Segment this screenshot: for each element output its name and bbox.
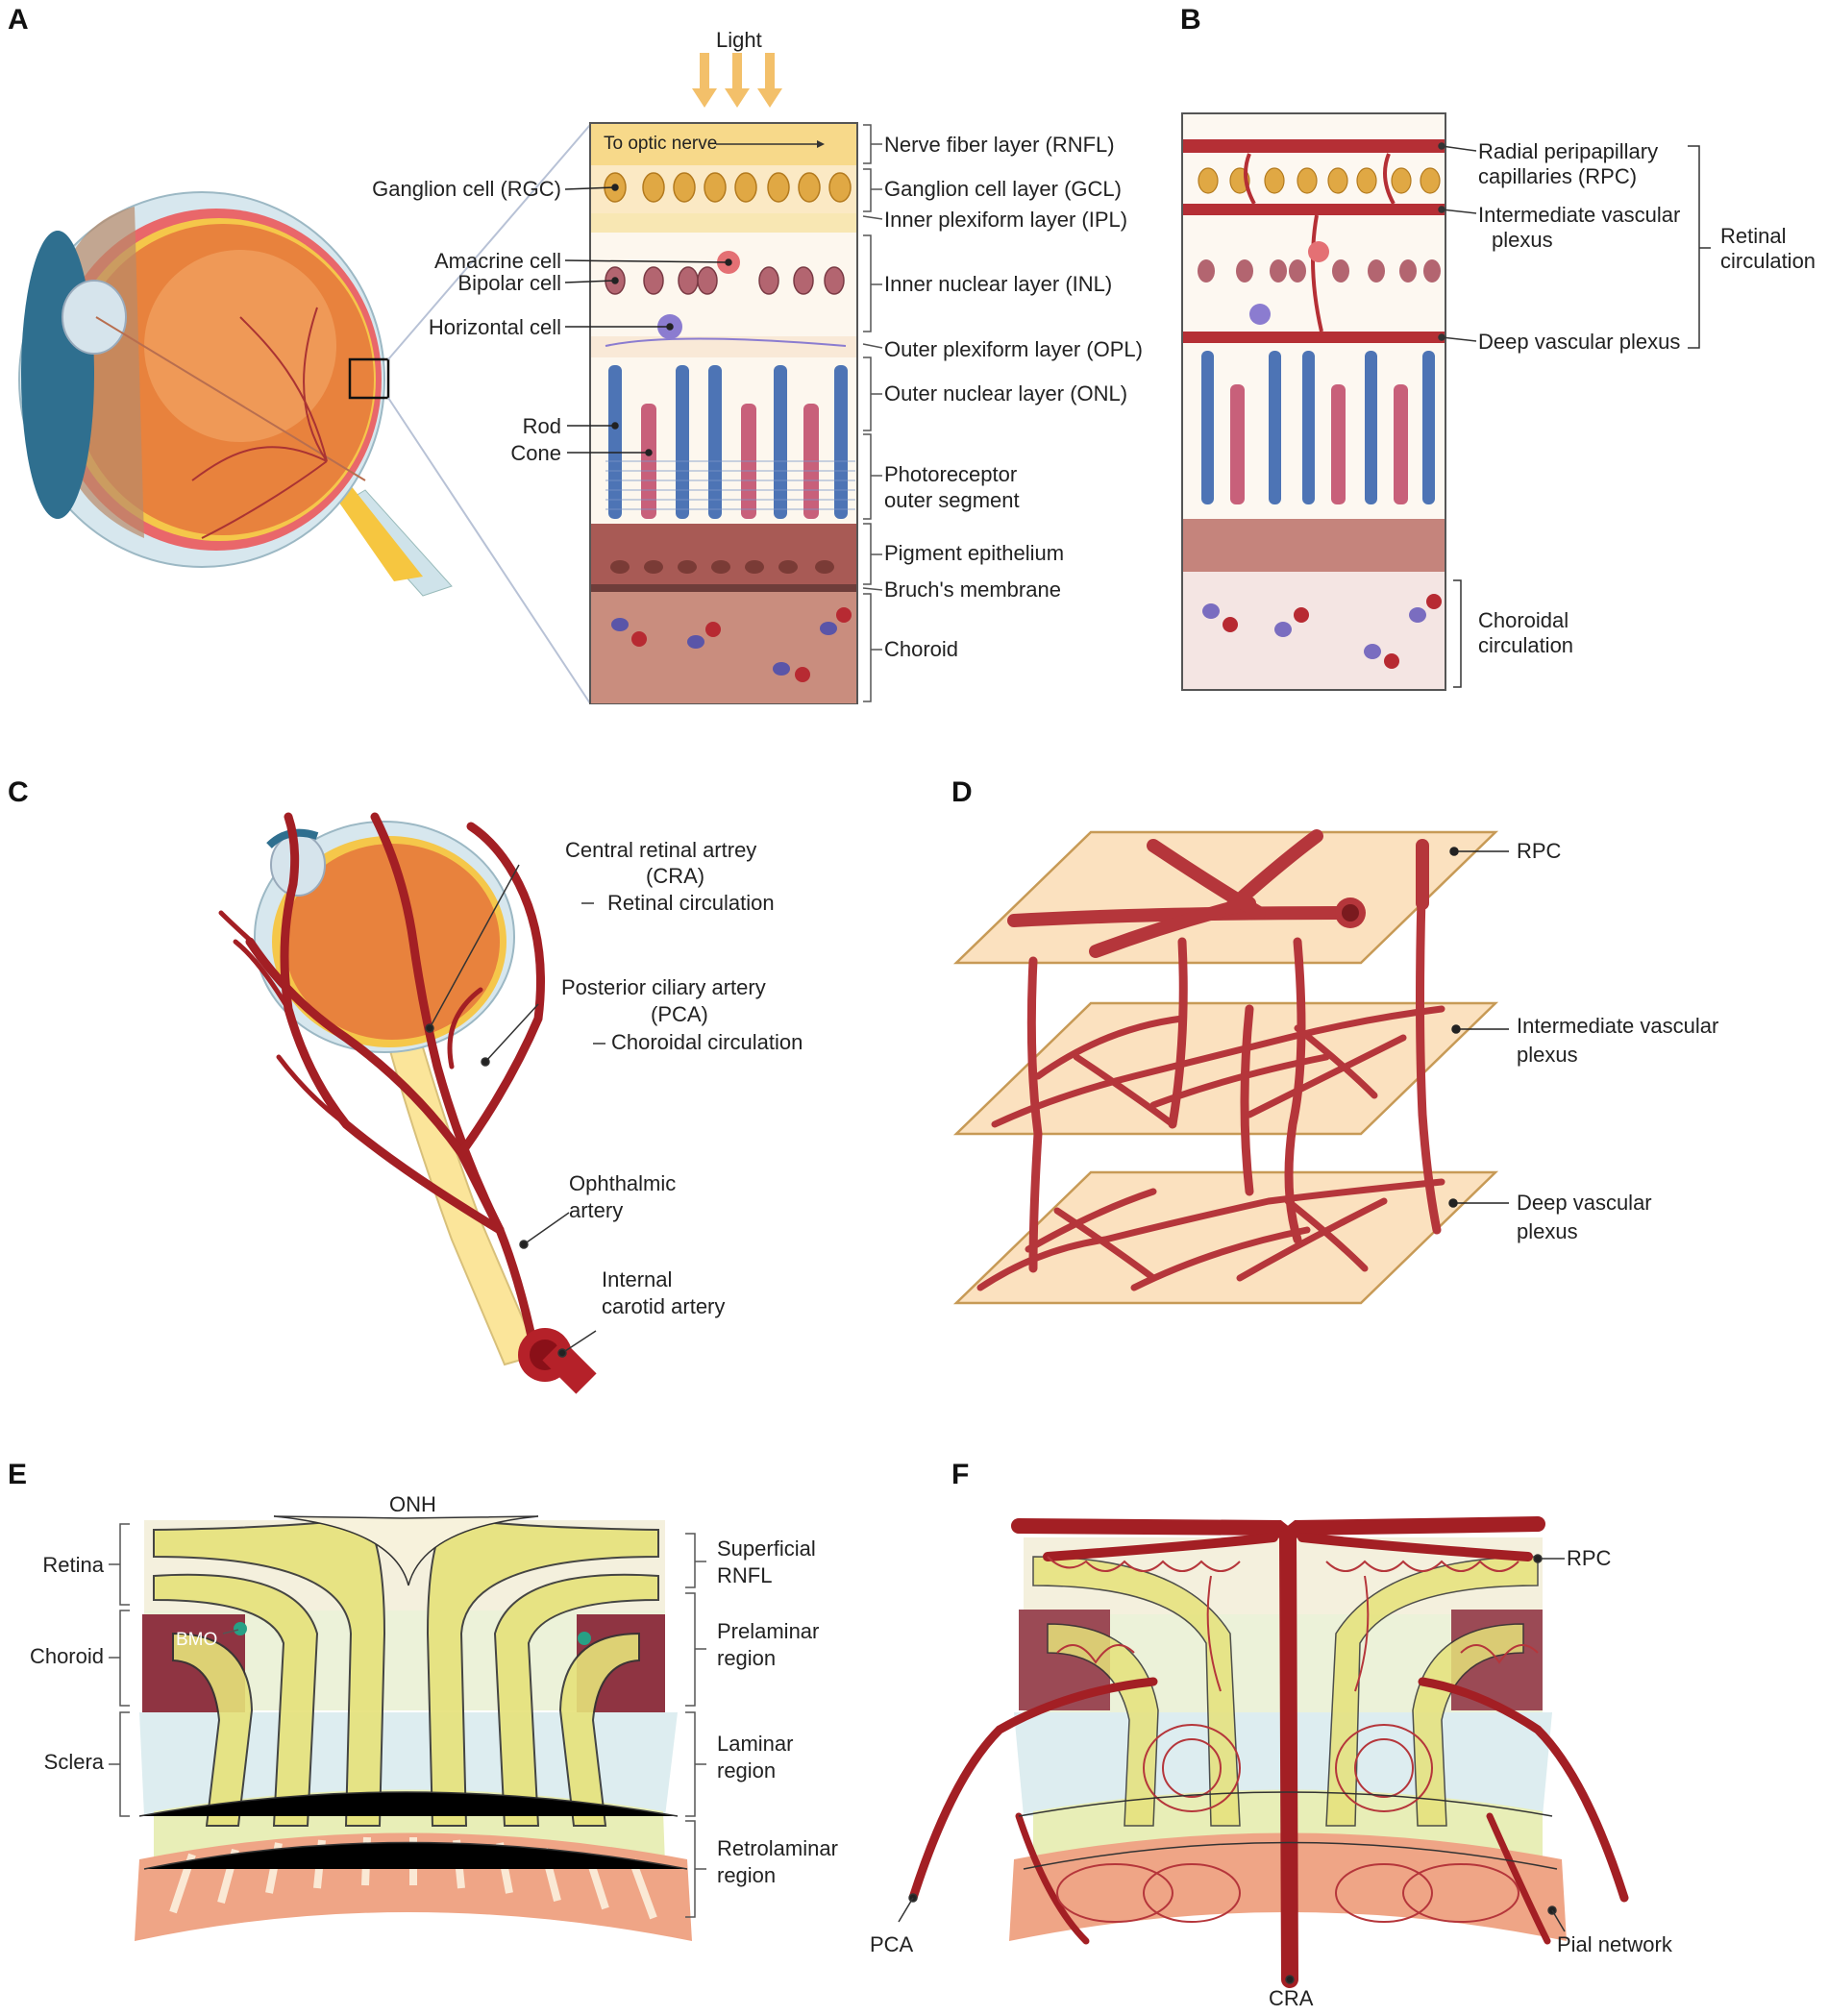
rpc-label-d: RPC xyxy=(1517,839,1562,863)
gcl-label: Ganglion cell layer (GCL) xyxy=(884,177,1122,201)
dvp-label-b: Deep vascular plexus xyxy=(1478,330,1681,354)
pos-label-2: outer segment xyxy=(884,488,1020,512)
cra-label-f: CRA xyxy=(1269,1986,1314,2010)
rpc-label-b-2: capillaries (RPC) xyxy=(1478,164,1638,188)
plane-deep xyxy=(952,1170,1499,1305)
ophthalmic-label-1: Ophthalmic xyxy=(569,1171,677,1195)
choroid-label-e: Choroid xyxy=(29,1644,104,1668)
retina-layers-a xyxy=(589,122,858,704)
panel-label-a: A xyxy=(8,4,29,36)
prelaminar-label-2: region xyxy=(717,1646,777,1670)
retrolaminar-label-1: Retrolaminar xyxy=(717,1836,838,1860)
light-label: Light xyxy=(716,28,762,52)
ica-label-2: carotid artery xyxy=(602,1294,726,1318)
onh-label: ONH xyxy=(389,1492,436,1516)
ophthalmic-label-2: artery xyxy=(569,1198,624,1222)
choroid-label-a: Choroid xyxy=(884,637,959,661)
a-right-brackets xyxy=(862,124,883,702)
retinal-circ-label-1: Retinal xyxy=(1720,224,1787,248)
zoom-box xyxy=(348,357,390,400)
ipl-label: Inner plexiform layer (IPL) xyxy=(884,208,1128,232)
ica-label-1: Internal xyxy=(602,1267,673,1291)
pca-label-2: (PCA) xyxy=(651,1002,708,1026)
bruch-label: Bruch's membrane xyxy=(884,578,1061,602)
pos-label-1: Photoreceptor xyxy=(884,462,1018,486)
pca-label-f: PCA xyxy=(870,1932,914,1956)
pca-label-1: Posterior ciliary artery xyxy=(561,975,766,999)
choroidal-circ-label-2: circulation xyxy=(1478,633,1574,657)
dvp-label-d-1: Deep vascular xyxy=(1517,1191,1652,1215)
rod-label: Rod xyxy=(522,414,561,438)
onl-label: Outer nuclear layer (ONL) xyxy=(884,381,1128,406)
panel-label-f: F xyxy=(951,1459,970,1490)
prelaminar-label-1: Prelaminar xyxy=(717,1619,820,1643)
cone-label: Cone xyxy=(510,441,561,465)
retrolaminar-label-2: region xyxy=(717,1863,777,1887)
rpc-label-b-1: Radial peripapillary xyxy=(1478,139,1659,163)
pial-network-label: Pial network xyxy=(1557,1932,1672,1956)
cra-label-3: Retinal circulation xyxy=(607,891,775,915)
rpc-label-f: RPC xyxy=(1567,1546,1612,1570)
ivp-label-d-1: Intermediate vascular xyxy=(1517,1014,1719,1038)
panel-label-d: D xyxy=(951,776,973,808)
light-arrows xyxy=(692,53,782,108)
ivp-label-b-2: plexus xyxy=(1492,228,1553,252)
choroidal-circ-label-1: Choroidal xyxy=(1478,608,1569,632)
panel-label-c: C xyxy=(8,776,29,808)
retinal-circ-label-2: circulation xyxy=(1720,249,1816,273)
cra-label-2: (CRA) xyxy=(646,864,705,888)
opl-label: Outer plexiform layer (OPL) xyxy=(884,337,1143,361)
plane-intermediate xyxy=(952,1001,1499,1136)
a-left-leaders xyxy=(564,184,732,456)
ivp-label-b-1: Intermediate vascular xyxy=(1478,203,1681,227)
horizontal-cell-label: Horizontal cell xyxy=(428,315,561,339)
rnfl-label: Nerve fiber layer (RNFL) xyxy=(884,133,1115,157)
cra-label-1: Central retinal artrey xyxy=(565,838,757,862)
bipolar-cell-label: Bipolar cell xyxy=(457,271,561,295)
eyeball-cross-section xyxy=(18,124,591,704)
panel-label-e: E xyxy=(8,1459,28,1490)
panel-label-b: B xyxy=(1180,4,1201,36)
srnfl-label-2: RNFL xyxy=(717,1563,773,1587)
laminar-label-1: Laminar xyxy=(717,1732,794,1756)
pca-label-3: Choroidal circulation xyxy=(611,1030,803,1054)
sclera-label-e: Sclera xyxy=(43,1750,104,1774)
to-optic-nerve-label: To optic nerve xyxy=(604,134,718,154)
retina-label-e: Retina xyxy=(42,1553,104,1577)
amacrine-cell-label: Amacrine cell xyxy=(433,249,561,273)
inl-label: Inner nuclear layer (INL) xyxy=(884,272,1113,296)
srnfl-label-1: Superficial xyxy=(717,1537,816,1561)
rpe-label: Pigment epithelium xyxy=(884,541,1065,565)
dvp-label-d-2: plexus xyxy=(1517,1219,1578,1243)
ivp-label-d-2: plexus xyxy=(1517,1043,1578,1067)
laminar-label-2: region xyxy=(717,1758,777,1782)
ganglion-cell-label: Ganglion cell (RGC) xyxy=(372,177,561,201)
bmo-label: BMO xyxy=(176,1630,218,1650)
